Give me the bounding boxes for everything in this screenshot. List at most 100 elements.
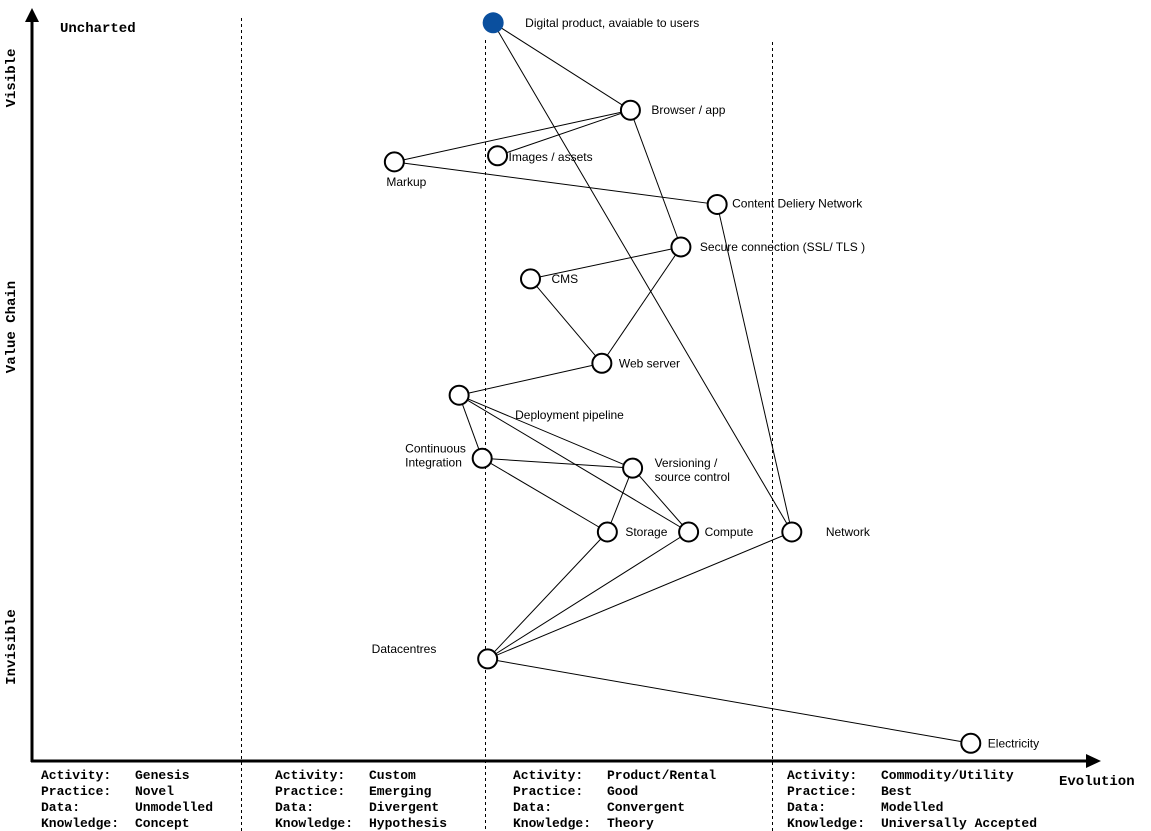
component-label-line: Content Deliery Network (732, 196, 863, 210)
link-secure-cms (530, 246, 682, 280)
dependency-links (394, 22, 971, 744)
component-network[interactable]: Network (781, 521, 871, 543)
component-node-icon[interactable] (383, 151, 405, 173)
x-axis-arrow-icon (1086, 754, 1101, 768)
component-node-icon[interactable] (448, 384, 470, 406)
link-cdn-network (716, 204, 793, 533)
stage-row-value: Unmodelled (135, 800, 213, 815)
stage-row-value: Universally Accepted (881, 816, 1037, 831)
stage-row-key: Practice: (787, 784, 857, 799)
link-markup-cdn (394, 161, 718, 205)
link-versioning-compute (632, 467, 689, 533)
component-node-icon[interactable] (519, 268, 541, 290)
component-cms[interactable]: CMS (519, 268, 578, 290)
component-label: Versioning /source control (655, 456, 730, 484)
component-label: Browser / app (651, 103, 725, 117)
link-digital-browser (492, 22, 631, 111)
component-label: Network (826, 525, 871, 539)
axes (25, 8, 1101, 768)
stage-row-value: Concept (135, 816, 190, 831)
evolution-stages: Activity:GenesisPractice:NovelData:Unmod… (41, 768, 1037, 831)
stage-row-value: Emerging (369, 784, 432, 799)
link-compute-datacentres (487, 531, 689, 660)
component-deploy[interactable]: Deployment pipeline (448, 384, 625, 423)
component-label-line: Deployment pipeline (515, 408, 624, 422)
stage-1-description: Activity:GenesisPractice:NovelData:Unmod… (41, 768, 213, 831)
component-label-line: Browser / app (651, 103, 725, 117)
component-label-line: Integration (405, 455, 462, 469)
anchor-node-icon[interactable] (482, 12, 504, 34)
stage-row-value: Custom (369, 768, 416, 783)
component-label-line: Versioning / (655, 456, 718, 470)
component-label-line: Datacentres (372, 642, 437, 656)
y-axis-label-invisible: Invisible (4, 609, 20, 685)
component-label-line: Electricity (988, 736, 1039, 750)
component-label-line: Continuous (405, 441, 466, 455)
stage-row-key: Knowledge: (513, 816, 591, 831)
link-deploy-versioning (458, 394, 633, 469)
component-label: Web server (619, 356, 680, 370)
component-label-line: Network (826, 525, 871, 539)
component-browser[interactable]: Browser / app (619, 99, 726, 121)
stage-row-key: Knowledge: (275, 816, 353, 831)
y-axis-label-value-chain: Value Chain (4, 281, 20, 373)
link-browser-markup (394, 109, 631, 163)
component-digital[interactable]: Digital product, avaiable to users (482, 12, 700, 34)
link-deploy-compute (458, 394, 689, 533)
stage-dividers (241, 18, 773, 831)
components: Digital product, avaiable to usersBrowse… (372, 12, 1039, 754)
link-secure-webserver (601, 246, 682, 364)
stage-row-key: Practice: (513, 784, 583, 799)
component-webserver[interactable]: Web server (591, 352, 680, 374)
component-label: Secure connection (SSL/ TLS ) (700, 240, 865, 254)
component-node-icon[interactable] (619, 99, 641, 121)
component-node-icon[interactable] (487, 145, 509, 167)
component-secure[interactable]: Secure connection (SSL/ TLS ) (670, 236, 865, 258)
stage-row-value: Divergent (369, 800, 439, 815)
component-label-line: Web server (619, 356, 680, 370)
y-axis-label-visible: Visible (4, 49, 20, 108)
component-label: CMS (551, 272, 578, 286)
component-node-icon[interactable] (678, 521, 700, 543)
stage-row-key: Data: (513, 800, 552, 815)
component-node-icon[interactable] (706, 193, 728, 215)
component-node-icon[interactable] (960, 732, 982, 754)
stage-row-key: Knowledge: (787, 816, 865, 831)
component-storage[interactable]: Storage (596, 521, 668, 543)
component-compute[interactable]: Compute (678, 521, 754, 543)
link-storage-datacentres (487, 531, 608, 660)
component-node-icon[interactable] (670, 236, 692, 258)
link-cms-webserver (530, 278, 603, 364)
component-label-line: Markup (386, 175, 426, 189)
component-electricity[interactable]: Electricity (960, 732, 1039, 754)
stage-row-value: Best (881, 784, 912, 799)
component-label-line: Compute (705, 525, 754, 539)
stage-row-value: Product/Rental (607, 768, 716, 783)
component-label: Images / assets (509, 150, 593, 164)
stage-row-value: Genesis (135, 768, 190, 783)
component-node-icon[interactable] (622, 457, 644, 479)
component-node-icon[interactable] (477, 648, 499, 670)
link-network-datacentres (487, 531, 793, 660)
component-node-icon[interactable] (471, 447, 493, 469)
component-datacentres[interactable]: Datacentres (372, 642, 499, 670)
component-markup[interactable]: Markup (383, 151, 427, 189)
component-node-icon[interactable] (596, 521, 618, 543)
component-label-line: source control (655, 470, 730, 484)
link-ci-versioning (482, 457, 633, 469)
stage-row-key: Activity: (513, 768, 583, 783)
stage-row-key: Practice: (41, 784, 111, 799)
component-versioning[interactable]: Versioning /source control (622, 456, 730, 484)
link-ci-storage (481, 457, 608, 533)
component-images[interactable]: Images / assets (487, 145, 593, 167)
component-label: Storage (625, 525, 667, 539)
stage-row-key: Activity: (41, 768, 111, 783)
component-node-icon[interactable] (781, 521, 803, 543)
component-cdn[interactable]: Content Deliery Network (706, 193, 864, 215)
component-label-line: CMS (551, 272, 578, 286)
component-node-icon[interactable] (591, 352, 613, 374)
link-browser-secure (629, 110, 682, 248)
stage-row-key: Data: (275, 800, 314, 815)
